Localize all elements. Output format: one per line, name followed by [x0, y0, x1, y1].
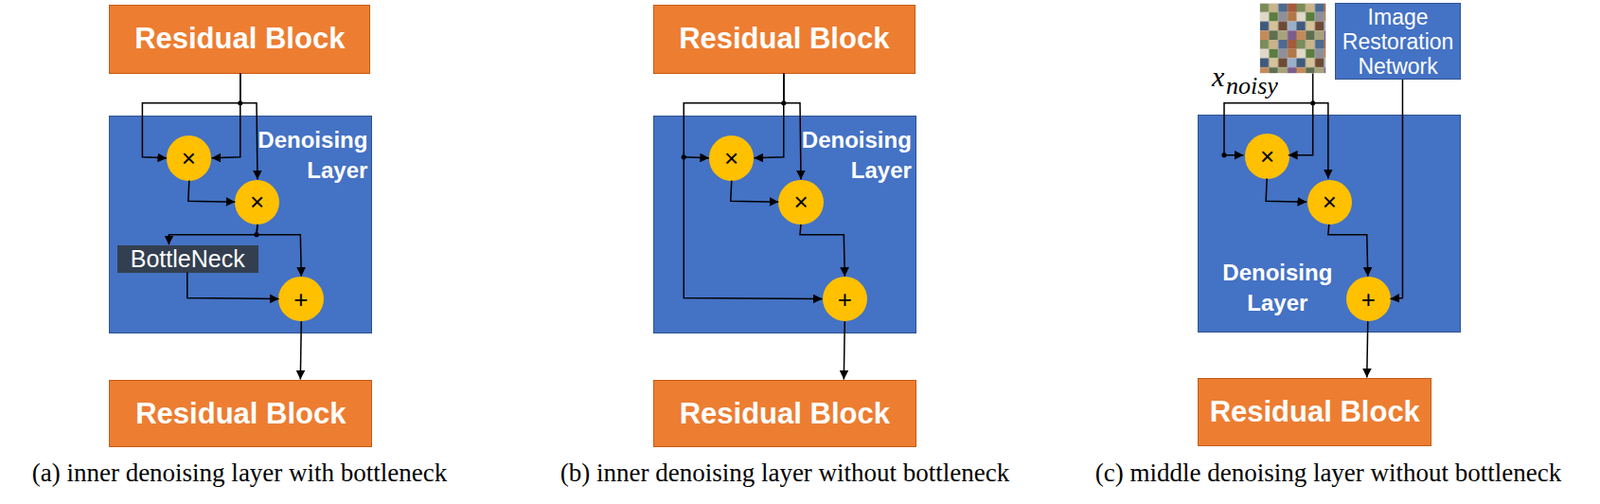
block-label: Residual Block — [678, 21, 889, 56]
operator-symbol: + — [1361, 286, 1376, 312]
panel-caption: (c) middle denoising layer without bottl… — [1095, 460, 1563, 486]
residual-block: Residual Block — [653, 4, 916, 73]
denoising-layer: Denoising Layer × × + — [653, 115, 917, 335]
block-label: Residual Block — [135, 396, 346, 431]
network-label: Image Restoration Network — [1337, 4, 1459, 79]
junction-dot — [781, 100, 786, 106]
operator-symbol: + — [837, 286, 853, 312]
operator-symbol: × — [724, 145, 739, 171]
layer-label: Denoising Layer — [249, 124, 368, 186]
residual-block: Residual Block — [653, 379, 917, 447]
panel-caption: (b) inner denoising layer without bottle… — [560, 460, 1011, 486]
operator-circle: × — [166, 135, 212, 180]
block-label: Residual Block — [679, 396, 890, 431]
residual-block: Residual Block — [108, 4, 371, 73]
layer-label: Denoising Layer — [1210, 257, 1344, 319]
operator-symbol: × — [1322, 189, 1337, 214]
layer-label: Denoising Layer — [794, 124, 912, 186]
bottleneck-label: BottleNeck — [130, 245, 246, 273]
operator-symbol: × — [181, 145, 196, 171]
denoising-layer: Denoising Layer × × BottleNeck + — [108, 115, 373, 335]
noisy-image-thumbnail — [1260, 2, 1327, 73]
panel-caption: (a) inner denoising layer with bottlenec… — [32, 460, 448, 486]
operator-circle: × — [234, 179, 280, 225]
bottleneck-box: BottleNeck — [117, 245, 259, 273]
residual-block: Residual Block — [108, 379, 373, 447]
operator-circle: × — [778, 179, 823, 225]
junction-dot — [1310, 100, 1316, 106]
residual-block: Residual Block — [1197, 377, 1432, 446]
operator-circle: × — [709, 135, 754, 180]
operator-circle: + — [278, 276, 323, 321]
block-label: Residual Block — [134, 21, 345, 56]
operator-symbol: × — [793, 189, 808, 214]
operator-circle: + — [822, 276, 868, 321]
network-box: Image Restoration Network — [1334, 2, 1462, 80]
math-subscript: noisy — [1226, 73, 1279, 99]
junction-dot — [237, 100, 243, 106]
math-symbol: x — [1211, 62, 1225, 91]
block-label: Residual Block — [1209, 394, 1421, 429]
operator-symbol: + — [293, 286, 308, 312]
operator-circle: × — [1307, 179, 1352, 225]
operator-circle: × — [1244, 133, 1290, 178]
operator-symbol: × — [1260, 143, 1275, 169]
operator-circle: + — [1346, 276, 1391, 321]
denoising-layer: Denoising Layer × × + — [1197, 114, 1461, 334]
operator-symbol: × — [249, 189, 265, 214]
